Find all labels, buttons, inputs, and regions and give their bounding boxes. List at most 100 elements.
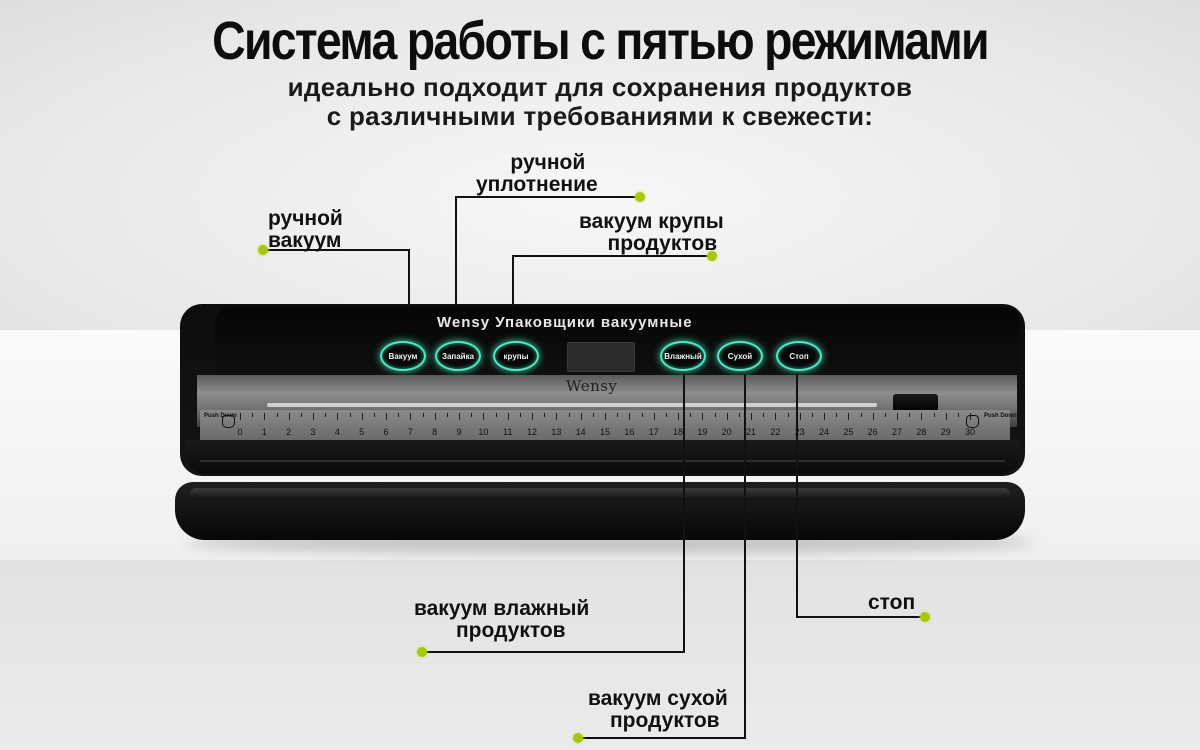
callout-dry-vacuum-line1: вакуум сухой (588, 687, 728, 710)
ruler-tick (824, 413, 825, 420)
ruler-half-tick (519, 413, 521, 417)
leader-manual-seal (455, 196, 640, 308)
ruler-tick (556, 413, 558, 420)
callout-dot-manual-vacuum (258, 245, 268, 255)
ruler-half-tick (544, 413, 546, 417)
ruler-half-tick (860, 413, 862, 417)
push-down-left-label: Push Down (204, 413, 237, 419)
ruler-half-tick (787, 413, 789, 417)
moist-button[interactable]: Влажный (660, 341, 706, 371)
background-wall (0, 0, 1200, 330)
ruler-number: 22 (770, 427, 781, 437)
callout-moist-vacuum-line2: продуктов (456, 619, 566, 642)
ruler-number: 0 (237, 427, 243, 437)
ruler-number: 6 (383, 427, 389, 437)
ruler-tick (751, 413, 752, 420)
ruler-number: 2 (286, 427, 292, 437)
ruler-number: 10 (478, 427, 489, 437)
ruler-number: 26 (867, 427, 878, 437)
ruler-tick (459, 413, 460, 420)
ruler-half-tick (373, 413, 375, 417)
ruler-number: 5 (359, 427, 365, 437)
callout-grain-vacuum-line2: продуктов (607, 232, 718, 255)
ruler-tick (288, 413, 290, 420)
ruler-half-tick (763, 413, 765, 417)
subtitle-line-1: идеально подходит для сохранения продукт… (287, 72, 913, 102)
ruler-half-tick (714, 413, 716, 417)
ruler-number: 9 (456, 427, 462, 437)
callout-moist-vacuum: вакуум влажный продуктов (414, 598, 589, 642)
grain-button[interactable]: крупы (493, 341, 539, 371)
ruler-tick (361, 413, 363, 420)
ruler-half-tick (665, 413, 667, 417)
ruler-number: 15 (599, 427, 611, 437)
panel-brand-text: Wensy Упаковщики вакуумные (437, 314, 693, 331)
ruler-tick (775, 413, 777, 420)
ruler-tick (945, 413, 947, 420)
callout-manual-seal-line2: уплотнение (476, 173, 598, 196)
callout-manual-seal: ручной уплотнение (476, 152, 598, 196)
ruler-number: 25 (843, 427, 854, 437)
device-base-edge (190, 488, 1010, 500)
ruler-half-tick (300, 413, 302, 417)
callout-stop: стоп (868, 591, 916, 614)
ruler-number: 20 (721, 427, 732, 437)
ruler-half-tick (446, 413, 448, 417)
ruler-half-tick (641, 413, 643, 417)
ruler-tick (726, 413, 728, 420)
ruler-half-tick (495, 413, 497, 417)
ruler-tick (897, 413, 898, 420)
ruler-tick (386, 413, 387, 420)
ruler-tick (337, 413, 339, 420)
ruler-half-tick (884, 413, 886, 417)
ruler-half-tick (276, 413, 278, 417)
ruler-tick (580, 413, 582, 420)
ruler-number: 3 (310, 427, 316, 437)
ruler-number: 23 (794, 427, 805, 437)
page-title: Система работы с пятью режимами (212, 11, 989, 71)
ruler-tick (921, 413, 923, 420)
ruler-tick (653, 413, 655, 420)
stop-button[interactable]: Стоп (776, 341, 822, 371)
ruler-tick (264, 413, 266, 420)
ruler-number: 21 (745, 427, 757, 437)
cutter-handle[interactable] (893, 394, 938, 412)
ruler-number: 30 (964, 427, 976, 437)
ruler-tick (434, 413, 436, 420)
ruler-tick (240, 413, 241, 420)
ruler-tick (629, 413, 631, 420)
seal-button[interactable]: Запайка (435, 341, 481, 371)
callout-manual-vacuum: ручной вакуум (268, 208, 343, 252)
ruler-number: 11 (502, 427, 513, 437)
ruler-number: 19 (697, 427, 708, 437)
ruler-number: 24 (818, 427, 830, 437)
ruler-half-tick (690, 413, 692, 417)
table-front (0, 560, 1200, 750)
lid-seam (200, 460, 1005, 462)
ruler-half-tick (325, 413, 327, 417)
dry-button[interactable]: Сухой (717, 341, 763, 371)
ruler-half-tick (471, 413, 473, 417)
vacuum-button[interactable]: Вакуум (380, 341, 426, 371)
ruler-number: 27 (891, 427, 903, 437)
callout-dot-dry-vacuum (573, 733, 583, 743)
callout-grain-vacuum-line1: вакуум крупы (579, 210, 724, 233)
ruler-half-tick (909, 413, 911, 417)
hand-press-icon-right (966, 415, 979, 428)
ruler-half-tick (738, 413, 740, 417)
ruler-number: 8 (432, 427, 438, 437)
ruler-number: 29 (940, 427, 951, 437)
callout-dry-vacuum: вакуум сухой продуктов (588, 688, 728, 732)
leader-stop (796, 374, 925, 618)
ruler-number: 1 (261, 427, 267, 437)
ruler-half-tick (398, 413, 400, 417)
callout-manual-seal-line1: ручной (510, 151, 586, 174)
callout-moist-vacuum-line1: вакуум влажный (414, 597, 590, 620)
ruler-tick (483, 413, 485, 420)
ruler-number: 28 (916, 427, 927, 437)
ruler-tick (410, 413, 412, 420)
leader-manual-vacuum (263, 249, 410, 308)
bag-slot (267, 403, 877, 407)
ruler-tick (799, 413, 801, 420)
ruler-half-tick (349, 413, 351, 417)
